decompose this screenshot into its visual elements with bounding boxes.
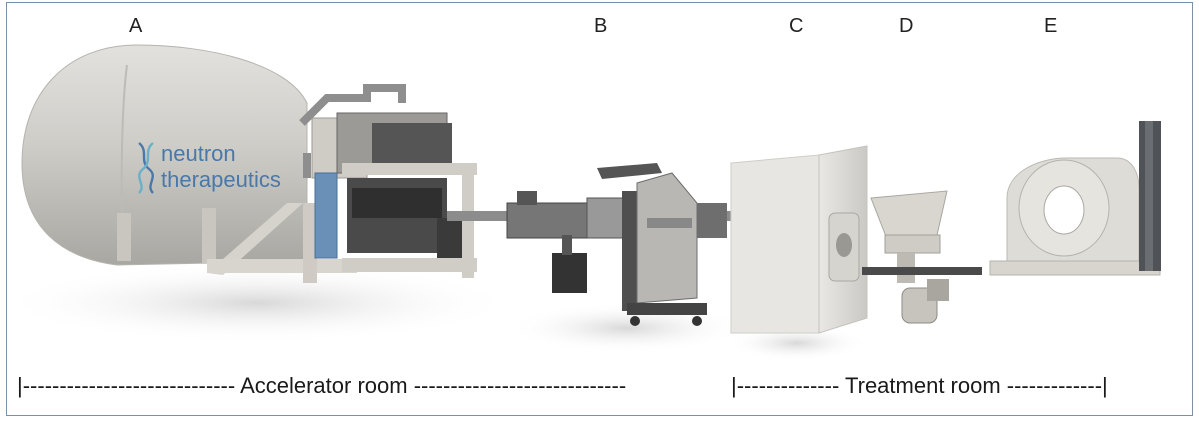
figure-frame: neutron therapeutics A B C D E |--------… — [6, 2, 1193, 416]
gantry-e — [989, 121, 1161, 276]
floor-shadow-a — [7, 263, 517, 343]
logo-line-2: therapeutics — [161, 167, 281, 192]
label-d: D — [899, 15, 914, 37]
accelerator-a — [21, 44, 477, 283]
label-a: A — [129, 15, 143, 37]
label-e: E — [1044, 15, 1058, 37]
floor-shadow-c — [727, 325, 867, 361]
logo-line-1: neutron — [161, 141, 236, 166]
label-b: B — [594, 15, 608, 37]
floor-shadow-b — [507, 303, 747, 353]
beamline-b — [506, 163, 727, 326]
neutron-therapeutics-logo: neutron therapeutics — [138, 141, 281, 194]
patient-positioner-d — [862, 190, 982, 324]
treatment-wall-c — [730, 145, 868, 334]
label-c: C — [789, 15, 804, 37]
system-illustration: neutron therapeutics — [7, 44, 1161, 361]
accelerator-room-label: |----------------------------- Accelerat… — [17, 373, 627, 398]
treatment-room-label: |-------------- Treatment room ---------… — [731, 373, 1108, 398]
